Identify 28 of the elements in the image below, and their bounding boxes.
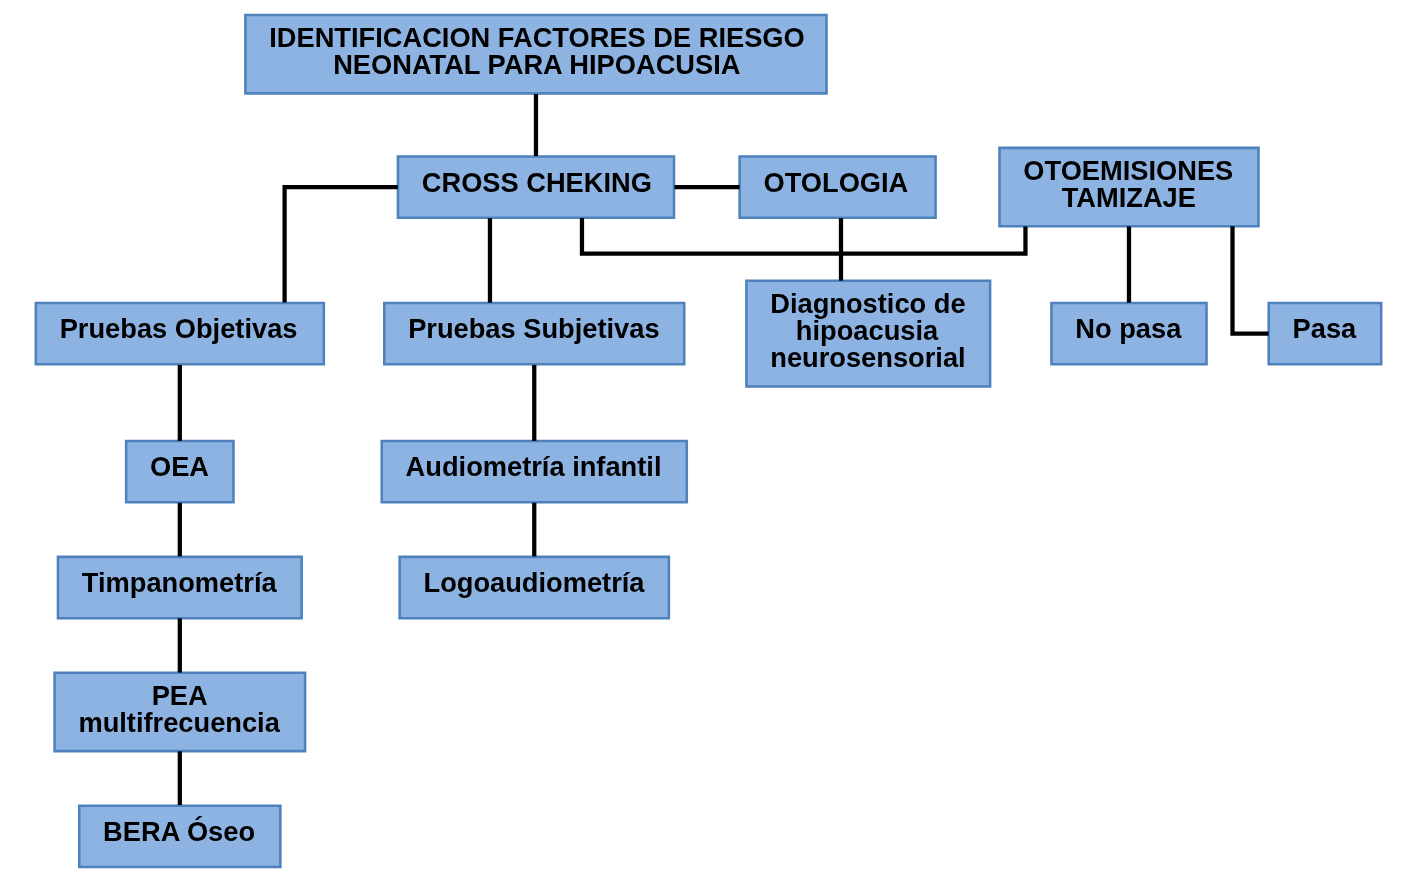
connector (177, 502, 182, 557)
connector (838, 218, 843, 281)
node-box: PEA multifrecuencia (52, 671, 306, 753)
connector (531, 364, 536, 441)
node-box: CROSS CHEKING (396, 155, 675, 220)
node-box: Pruebas Subjetivas (382, 301, 685, 366)
node-box: OEA (124, 439, 235, 504)
node-box: Pruebas Objetivas (34, 301, 325, 366)
connector (1126, 226, 1131, 303)
node-box: Logoaudiometría (397, 555, 670, 620)
connector (487, 218, 492, 303)
node-box: OTOLOGIA (737, 155, 937, 220)
connector (177, 751, 182, 806)
node-box: Audiometría infantil (379, 439, 688, 504)
connector (282, 184, 398, 303)
connector (533, 94, 538, 157)
node-box: Timpanometría (56, 555, 303, 620)
node-box: Diagnostico de hipoacusia neurosensorial (744, 279, 991, 388)
node-box: Pasa (1266, 301, 1382, 366)
node-box: IDENTIFICACION FACTORES DE RIESGO NEONATAL PARA HIPOACUSIA (243, 13, 828, 95)
connector (1229, 226, 1268, 336)
connector (673, 184, 740, 190)
node-box: BERA Óseo (77, 804, 282, 869)
connector (177, 618, 182, 673)
node-box: OTOEMISIONES TAMIZAJE (997, 146, 1260, 228)
node-box: No pasa (1049, 301, 1208, 366)
connector (177, 364, 182, 441)
connector (531, 502, 536, 557)
